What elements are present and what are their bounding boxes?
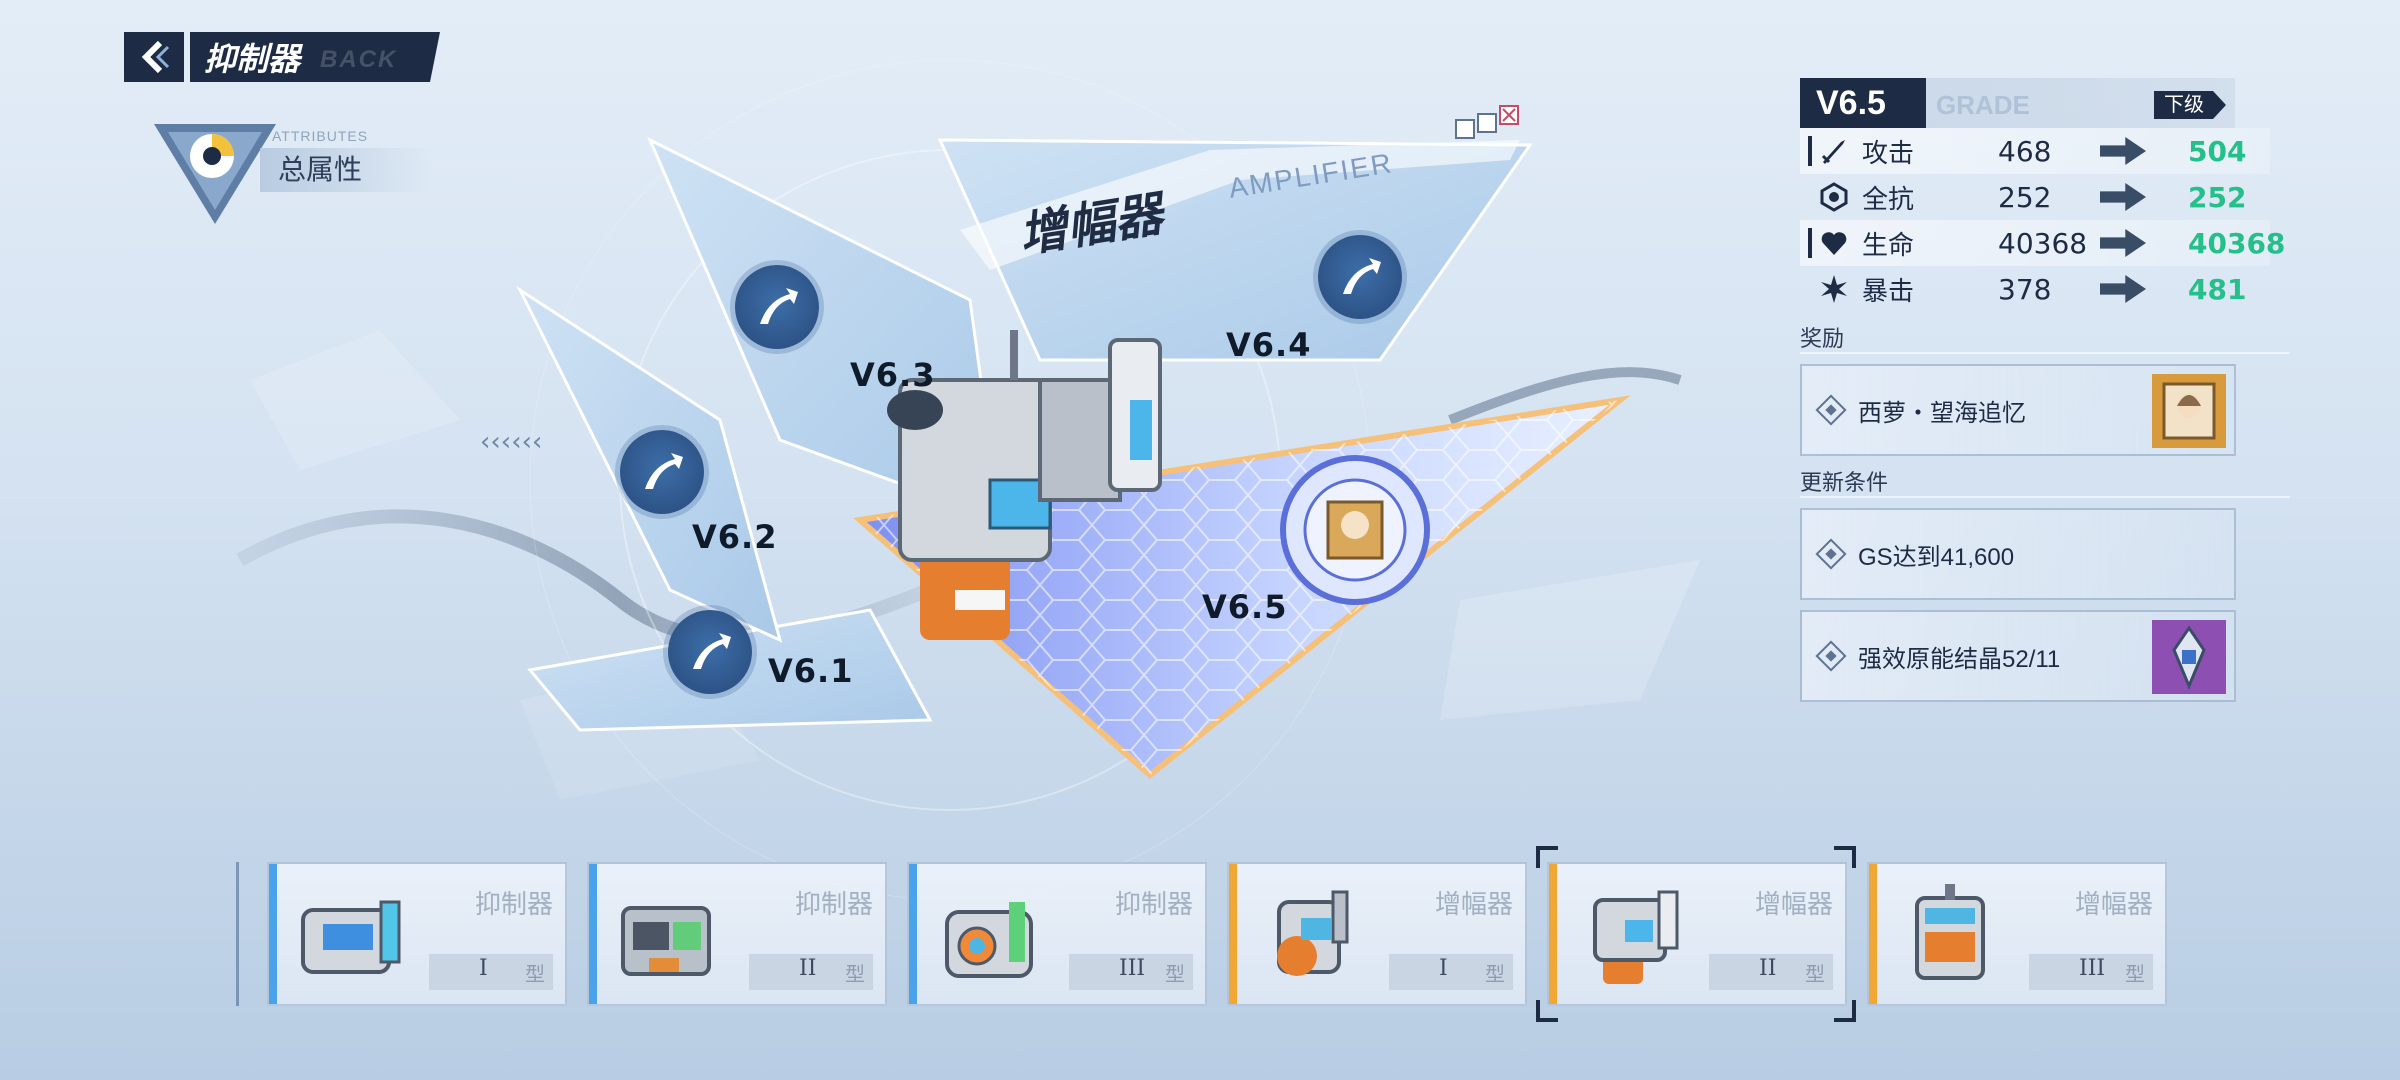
upgrade-node-v61[interactable] <box>668 610 752 694</box>
grade-header: V6.5 GRADE 下级 <box>1800 78 2235 128</box>
device-type-label: 型 <box>1165 964 1185 986</box>
device-card-amplifier-3[interactable]: 增幅器 III 型 <box>1867 862 2167 1006</box>
page-title: 抑制器 <box>204 41 301 77</box>
condition-crystal[interactable]: 强效原能结晶52/11 <box>1800 610 2236 702</box>
condition-text: 强效原能结晶52/11 <box>1858 645 2061 673</box>
suppressor-device-icon <box>301 900 401 974</box>
upgrade-arrow-icon <box>1343 258 1381 294</box>
condition-gs: GS达到41,600 <box>1800 508 2236 600</box>
reward-portrait-icon <box>2152 374 2226 448</box>
device-card-amplifier-2[interactable]: 增幅器 II 型 <box>1547 862 1847 1006</box>
device-type-label: 型 <box>1805 964 1825 986</box>
device-tier: III <box>1119 956 1146 981</box>
device-card-suppressor-2[interactable]: 抑制器 II 型 <box>587 862 887 1006</box>
device-type-label: 型 <box>845 964 865 986</box>
stat-name: 攻击 <box>1862 137 1915 168</box>
upgrade-node-v63[interactable] <box>735 265 819 349</box>
device-card-suppressor-3[interactable]: 抑制器 III 型 <box>907 862 1207 1006</box>
device-tier: II <box>799 956 817 981</box>
stat-name: 暴击 <box>1862 275 1915 306</box>
stat-name: 生命 <box>1862 229 1915 260</box>
stat-row-health: 生命 40368 40368 <box>1800 220 2285 266</box>
stat-row-resist: 全抗 252 252 <box>1800 174 2270 220</box>
page-title-bar: 抑制器 BACK <box>190 32 440 82</box>
svg-text:‹‹‹‹‹‹: ‹‹‹‹‹‹ <box>480 427 542 457</box>
upgrade-node-v62[interactable] <box>620 430 704 514</box>
grade-ghost-label: GRADE <box>1936 90 2030 120</box>
device-type-label: 型 <box>2125 964 2145 986</box>
device-card-suppressor-1[interactable]: 抑制器 I 型 <box>267 862 567 1006</box>
device-tier: I <box>1439 956 1448 981</box>
diamond-icon <box>1815 640 1847 672</box>
amplifier-device-model <box>887 330 1162 640</box>
attributes-sub-label: ATTRIBUTES <box>272 128 369 144</box>
reward-item[interactable]: 西萝・望海追忆 <box>1800 364 2236 456</box>
upgrade-arrow-icon <box>645 453 683 489</box>
stat-next: 252 <box>2188 180 2247 214</box>
device-type-label: 型 <box>525 964 545 986</box>
amplifier-plate <box>960 140 1520 270</box>
device-name: 增幅器 <box>1754 889 1833 919</box>
amplifier-device-icon <box>1915 884 1985 980</box>
stat-current: 378 <box>1998 272 2052 306</box>
stat-next: 504 <box>2188 134 2247 168</box>
page-title-ghost: BACK <box>320 46 398 73</box>
upgrade-arrow-icon <box>693 633 731 669</box>
device-list: 抑制器 I 型 抑制器 II 型 抑制器 III 型 <box>236 862 2182 1006</box>
lower-grade-button[interactable]: 下级 <box>2154 91 2226 119</box>
arrow-right-icon <box>2100 183 2146 211</box>
back-button[interactable] <box>124 32 184 82</box>
device-name: 抑制器 <box>794 889 873 919</box>
device-name: 抑制器 <box>474 889 553 919</box>
burst-icon <box>1818 274 1850 304</box>
device-tier: II <box>1759 956 1777 981</box>
stat-current: 40368 <box>1998 226 2088 260</box>
version-label-v64: V6.4 <box>1226 326 1312 364</box>
device-card-amplifier-1[interactable]: 增幅器 I 型 <box>1227 862 1527 1006</box>
device-tier: III <box>2079 956 2106 981</box>
arrow-right-icon <box>2100 137 2146 165</box>
device-name: 增幅器 <box>2074 889 2153 919</box>
amplifier-device-icon <box>1593 890 1679 984</box>
device-type-label: 型 <box>1485 964 1505 986</box>
sword-icon <box>1818 136 1850 166</box>
stat-name: 全抗 <box>1862 183 1915 214</box>
arrow-right-icon <box>2100 229 2146 257</box>
stat-row-crit: 暴击 378 481 <box>1800 266 2270 312</box>
update-conditions-title: 更新条件 <box>1800 468 2290 498</box>
upgrade-arrow-icon <box>760 288 798 324</box>
crystal-item-icon <box>2152 620 2226 694</box>
attributes-label: 总属性 <box>260 148 430 192</box>
reward-title: 奖励 <box>1800 324 2290 354</box>
suppressor-device-icon <box>945 902 1033 978</box>
device-name: 增幅器 <box>1434 889 1513 919</box>
attributes-triangle-icon <box>154 124 276 224</box>
diamond-icon <box>1815 538 1847 570</box>
grade-version: V6.5 <box>1800 78 1926 128</box>
device-name: 抑制器 <box>1114 889 1193 919</box>
heart-icon <box>1818 228 1850 258</box>
version-label-v62: V6.2 <box>692 518 778 556</box>
version-label-v61: V6.1 <box>768 652 854 690</box>
stat-current: 252 <box>1998 180 2052 214</box>
arrow-right-icon <box>2100 275 2146 303</box>
stat-row-attack: 攻击 468 504 <box>1800 128 2270 174</box>
upgrade-node-v64[interactable] <box>1318 235 1402 319</box>
stat-next: 481 <box>2188 272 2247 306</box>
total-attributes-button[interactable]: ATTRIBUTES 总属性 <box>150 118 450 228</box>
amplifier-device-icon <box>1277 890 1349 976</box>
shield-ring-icon <box>1818 182 1850 212</box>
diamond-icon <box>1815 394 1847 426</box>
reward-item-name: 西萝・望海追忆 <box>1858 399 2026 427</box>
version-label-v63: V6.3 <box>850 356 936 394</box>
suppressor-device-icon <box>621 906 711 976</box>
version-label-v65[interactable]: V6.5 <box>1202 588 1288 626</box>
device-tier: I <box>479 956 488 981</box>
stat-current: 468 <box>1998 134 2052 168</box>
grade-panel: V6.5 GRADE 下级 攻击 468 504 全抗 252 252 生命 4… <box>1800 78 2290 702</box>
chevron-left-icon <box>141 40 170 74</box>
stat-next: 40368 <box>2188 226 2286 260</box>
condition-text: GS达到41,600 <box>1858 543 2015 571</box>
